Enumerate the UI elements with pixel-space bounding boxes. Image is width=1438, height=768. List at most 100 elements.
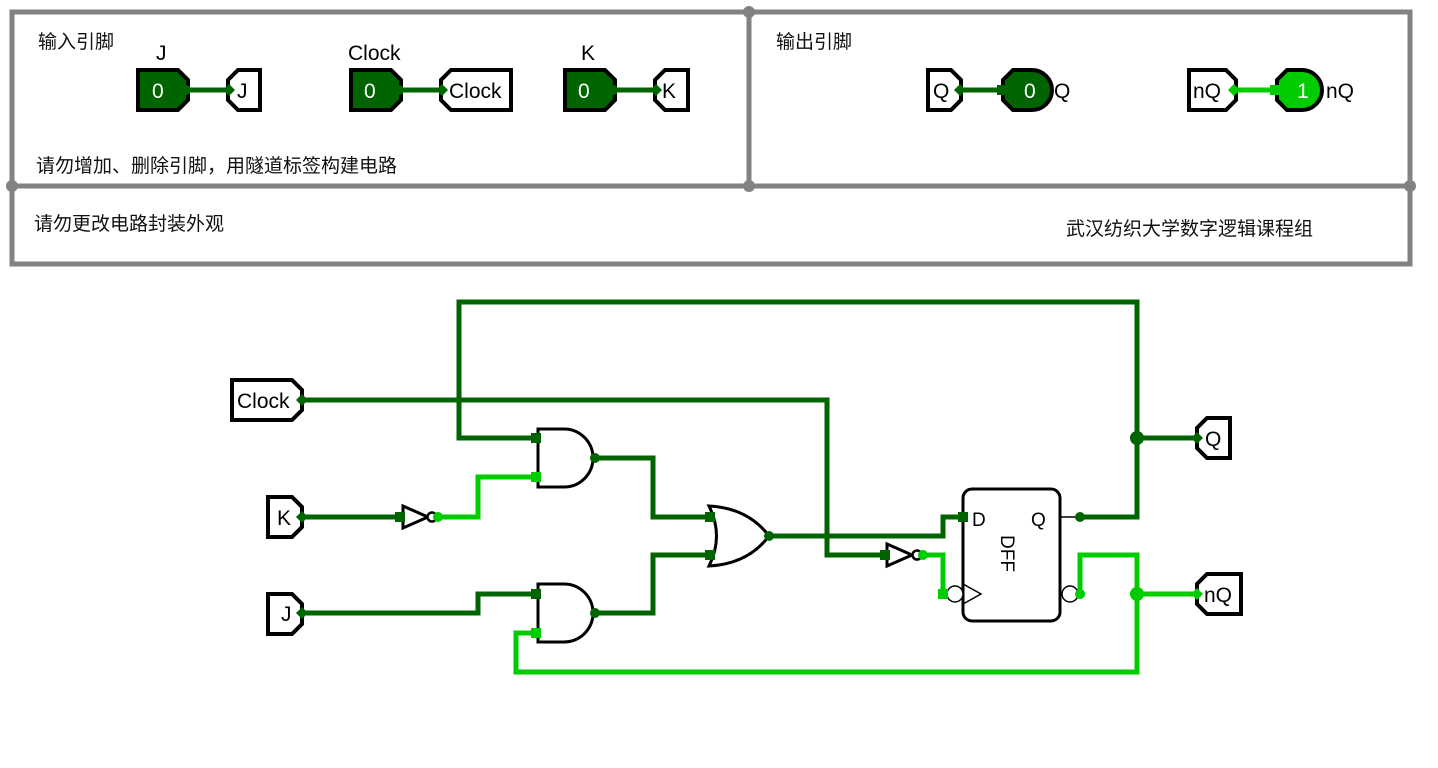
output-pin-port [997,85,1007,95]
output-port [590,608,600,618]
input-pin-k[interactable] [563,68,617,112]
not-gate-clock[interactable] [880,541,928,569]
output-pin-label: Q [1054,80,1070,103]
wire-not-clock [922,552,946,597]
tunnel-q-circuit: Q [1191,416,1232,460]
appearance-frame: 输入引脚 输出引脚 请勿增加、删除引脚，用隧道标签构建电路 请勿更改电路封装外观… [6,6,1416,267]
dff-nq-port [1075,589,1085,599]
pins-note: 请勿增加、删除引脚，用隧道标签构建电路 [36,155,397,177]
tunnel-k [653,68,690,112]
frame-junction-dot [743,6,755,18]
input-pin-clock-group: Clock 0 Clock [348,42,513,112]
input-pin-label: K [581,42,595,65]
tunnel-port [1191,588,1203,600]
connection-dot [181,85,191,95]
tunnel-port [296,607,308,619]
connection-dot [1075,512,1085,522]
and-gate-bottom[interactable] [531,582,600,644]
output-pin-q [1001,68,1054,112]
not-gate-body [885,541,916,569]
frame-junction-dot [6,180,18,192]
input-pin-clock[interactable] [349,68,403,112]
wire-nq-feedback [513,591,1140,675]
dff-body [961,487,1062,623]
and-gate-body [536,427,595,489]
wire-nq-out [1077,552,1199,597]
tunnel-q [926,68,963,112]
tunnel-label: Q [933,80,949,103]
and-gate-body [536,582,595,644]
input-pin-k-group: K 0 K [563,42,690,112]
and-gate-top[interactable] [531,427,600,489]
tunnel-label: J [281,603,292,626]
input-section-title: 输入引脚 [38,31,114,53]
input-pin-j[interactable] [136,68,190,112]
output-port [764,531,774,541]
tunnel-port [296,394,308,406]
output-section-title: 输出引脚 [776,31,852,53]
tunnel-nq [1187,68,1238,112]
wire-q-feedback [456,299,1140,441]
input-pin-j-group: J 0 J [136,42,262,112]
frame-junction-dot [1404,180,1416,192]
tunnel-port [436,84,448,96]
input-port [531,628,541,638]
input-pin-value: 0 [364,80,376,103]
dff-title: DFF [996,535,1017,572]
output-pin-nq-group: nQ 1 nQ [1187,68,1354,112]
dff-d-port [958,512,968,522]
output-pin-label: nQ [1326,80,1354,103]
input-pin-value: 0 [578,80,590,103]
output-pin-value: 1 [1297,80,1309,103]
credit-text: 武汉纺织大学数字逻辑课程组 [1066,218,1313,240]
dff-clock-triangle [962,583,983,605]
input-pin-value: 0 [152,80,164,103]
tunnel-label: Clock [449,80,502,103]
tunnel-label: K [277,507,291,530]
input-port [880,550,890,560]
tunnel-port [1191,432,1203,444]
or-gate[interactable] [705,504,774,568]
dff-clock-bubble [946,585,964,603]
d-flip-flop[interactable]: D Q DFF [938,487,1085,623]
not-gate-body [401,503,432,531]
dff-q-label: Q [1031,510,1046,531]
wire-and-top-out [592,455,714,520]
tunnel-j-circuit: J [266,592,308,636]
tunnel-port [650,84,662,96]
dff-clock-port [938,589,948,599]
circuit-wires [299,299,1199,675]
wire-and-bottom-out [592,552,714,616]
output-pin-q-group: Q 0 Q [926,68,1070,112]
output-pin-port [1270,85,1280,95]
input-port [531,433,541,443]
output-port [433,512,443,522]
tunnel-label: J [237,80,248,103]
dff-d-label: D [972,510,986,531]
input-port [531,589,541,599]
tunnel-label: Q [1205,428,1221,451]
frame-junction-dot [743,180,755,192]
wire-clock [299,397,888,558]
not-gate-k[interactable] [395,503,443,531]
wire-or-out [766,514,965,539]
tunnel-j [226,68,262,112]
tunnel-port [296,511,308,523]
output-pin-nq [1275,68,1324,112]
tunnel-label: Clock [237,390,290,413]
tunnel-label: nQ [1193,80,1221,103]
input-pin-label: J [156,42,167,65]
tunnel-nq-circuit: nQ [1191,572,1243,616]
tunnel-port [223,84,235,96]
tunnel-k-circuit: K [266,495,308,539]
input-port [395,512,405,522]
input-port [531,472,541,482]
tunnel-label: K [662,80,676,103]
output-pin-value: 0 [1024,80,1036,103]
wire-q-out [1077,435,1199,520]
output-port [918,550,928,560]
output-port [590,453,600,463]
tunnel-clock [439,68,513,112]
wire-j [299,591,538,616]
